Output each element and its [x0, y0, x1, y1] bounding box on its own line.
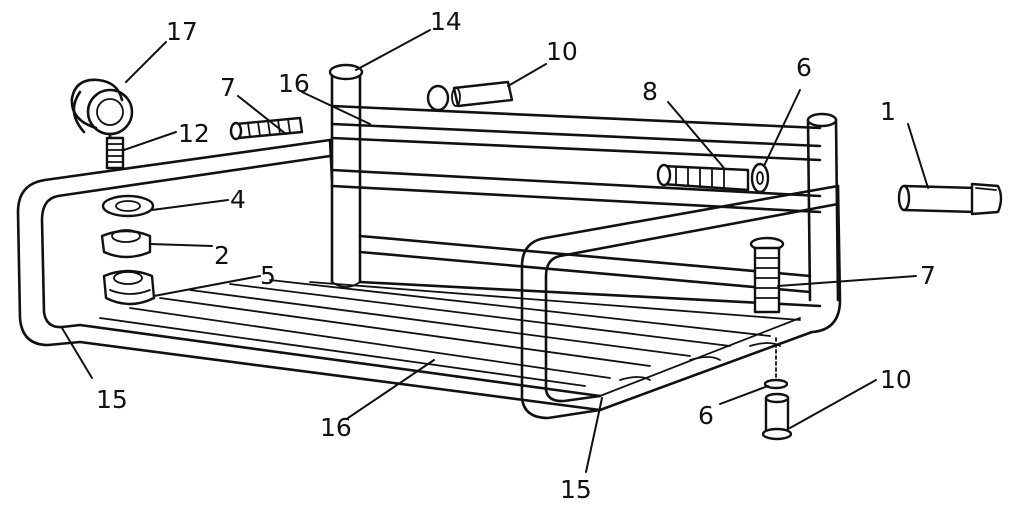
callout-4: 4: [230, 185, 246, 214]
back-rail-assembly: [328, 63, 840, 308]
lock-nut-part: [102, 269, 156, 306]
hex-nut-part: [100, 229, 152, 259]
leader-lines: [61, 29, 929, 473]
callout-labels: 17 7 16 14 10 8 6 1 12 4 2 5 7 15 16 6 1…: [96, 7, 936, 504]
callout-16-upper: 16: [278, 69, 310, 98]
bottom-slats: [78, 279, 801, 412]
callout-6-upper: 6: [796, 53, 812, 82]
washer-6-upper: [750, 162, 770, 194]
callout-10-upper: 10: [546, 37, 578, 66]
callout-8: 8: [642, 77, 658, 106]
callout-2: 2: [214, 241, 230, 270]
callout-12: 12: [178, 119, 210, 148]
bolt-7-upper: [229, 116, 304, 141]
callout-15-right: 15: [560, 475, 592, 504]
callout-7-lower: 7: [920, 261, 936, 290]
callout-10-lower: 10: [880, 365, 912, 394]
hook-part: [70, 78, 134, 152]
callout-15-left: 15: [96, 385, 128, 414]
pin-10-upper: [426, 80, 514, 112]
bolt-8: [656, 163, 750, 192]
callout-17: 17: [166, 17, 198, 46]
callout-16-lower: 16: [320, 413, 352, 442]
callout-14: 14: [430, 7, 462, 36]
callout-5: 5: [260, 261, 276, 290]
callout-6-lower: 6: [698, 401, 714, 430]
eye-bolt-shank: [105, 136, 125, 170]
callout-7-upper: 7: [220, 73, 236, 102]
washer-6-lower: [763, 337, 789, 390]
callout-1: 1: [880, 97, 896, 126]
pin-10-lower: [761, 392, 793, 441]
cap-pin-1: [897, 182, 1003, 216]
washer-part: [101, 194, 155, 218]
bolt-7-vertical: [749, 236, 785, 314]
